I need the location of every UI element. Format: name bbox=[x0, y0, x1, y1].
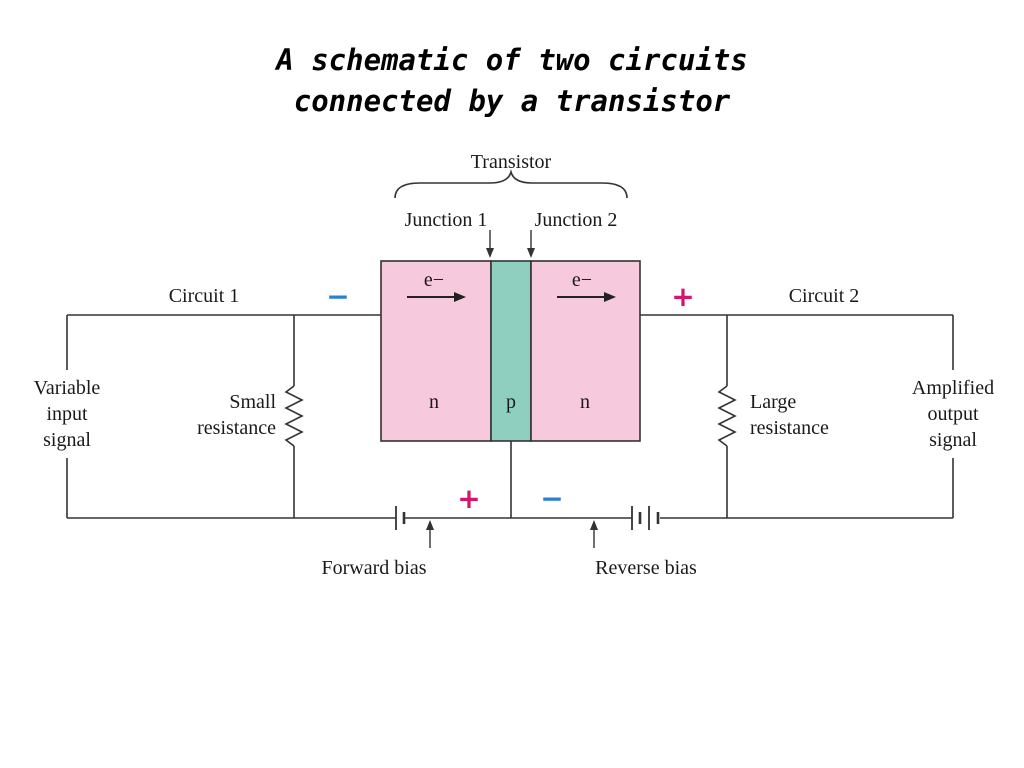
reverse-bias-label: Reverse bias bbox=[595, 557, 697, 579]
small-resistance-line-2: resistance bbox=[197, 417, 276, 439]
reverse-bias-battery bbox=[631, 506, 660, 530]
base-minus-sign: − bbox=[540, 482, 563, 515]
large-resistance-line-1: Large bbox=[750, 391, 796, 413]
junction-2-label: Junction 2 bbox=[535, 209, 618, 231]
electron-flow-arrow-left bbox=[407, 292, 466, 302]
n-region-left-label: n bbox=[429, 391, 439, 413]
electron-flow-arrow-right bbox=[557, 292, 616, 302]
title-line-1: A schematic of two circuits bbox=[276, 43, 748, 77]
title-line-2: connected by a transistor bbox=[293, 84, 731, 118]
variable-input-line-1: Variable bbox=[34, 377, 101, 399]
n-region-right-label: n bbox=[580, 391, 590, 413]
amplified-output-line-3: signal bbox=[929, 429, 977, 451]
large-resistance-line-2: resistance bbox=[750, 417, 829, 439]
circuit-1-label: Circuit 1 bbox=[169, 285, 240, 307]
large-resistor bbox=[717, 385, 737, 447]
junction-2-arrow bbox=[527, 230, 535, 258]
variable-input-line-3: signal bbox=[43, 429, 91, 451]
reverse-bias-arrow bbox=[590, 520, 598, 548]
junction-1-label: Junction 1 bbox=[405, 209, 488, 231]
small-resistor bbox=[284, 385, 304, 447]
base-plus-sign: + bbox=[457, 482, 480, 515]
forward-bias-battery bbox=[395, 506, 406, 530]
electron-label-left: e− bbox=[424, 269, 444, 291]
n-region-left bbox=[380, 260, 492, 442]
amplified-output-line-2: output bbox=[927, 403, 979, 425]
p-region bbox=[490, 260, 532, 442]
diagram-title: A schematic of two circuits connected by… bbox=[0, 40, 1024, 122]
transistor-label: Transistor bbox=[471, 151, 552, 173]
collector-plus-sign: + bbox=[671, 280, 694, 313]
circuit-2-label: Circuit 2 bbox=[789, 285, 860, 307]
forward-bias-arrow bbox=[426, 520, 434, 548]
small-resistance-line-1: Small bbox=[229, 391, 276, 413]
amplified-output-line-1: Amplified bbox=[912, 377, 994, 399]
electron-label-right: e− bbox=[572, 269, 592, 291]
variable-input-line-2: input bbox=[46, 403, 88, 425]
circuit-wires bbox=[66, 314, 954, 519]
forward-bias-label: Forward bias bbox=[322, 557, 427, 579]
junction-1-arrow bbox=[486, 230, 494, 258]
p-region-label: p bbox=[506, 391, 516, 413]
transistor-brace bbox=[394, 168, 628, 199]
emitter-minus-sign: − bbox=[326, 280, 349, 313]
n-region-right bbox=[530, 260, 641, 442]
